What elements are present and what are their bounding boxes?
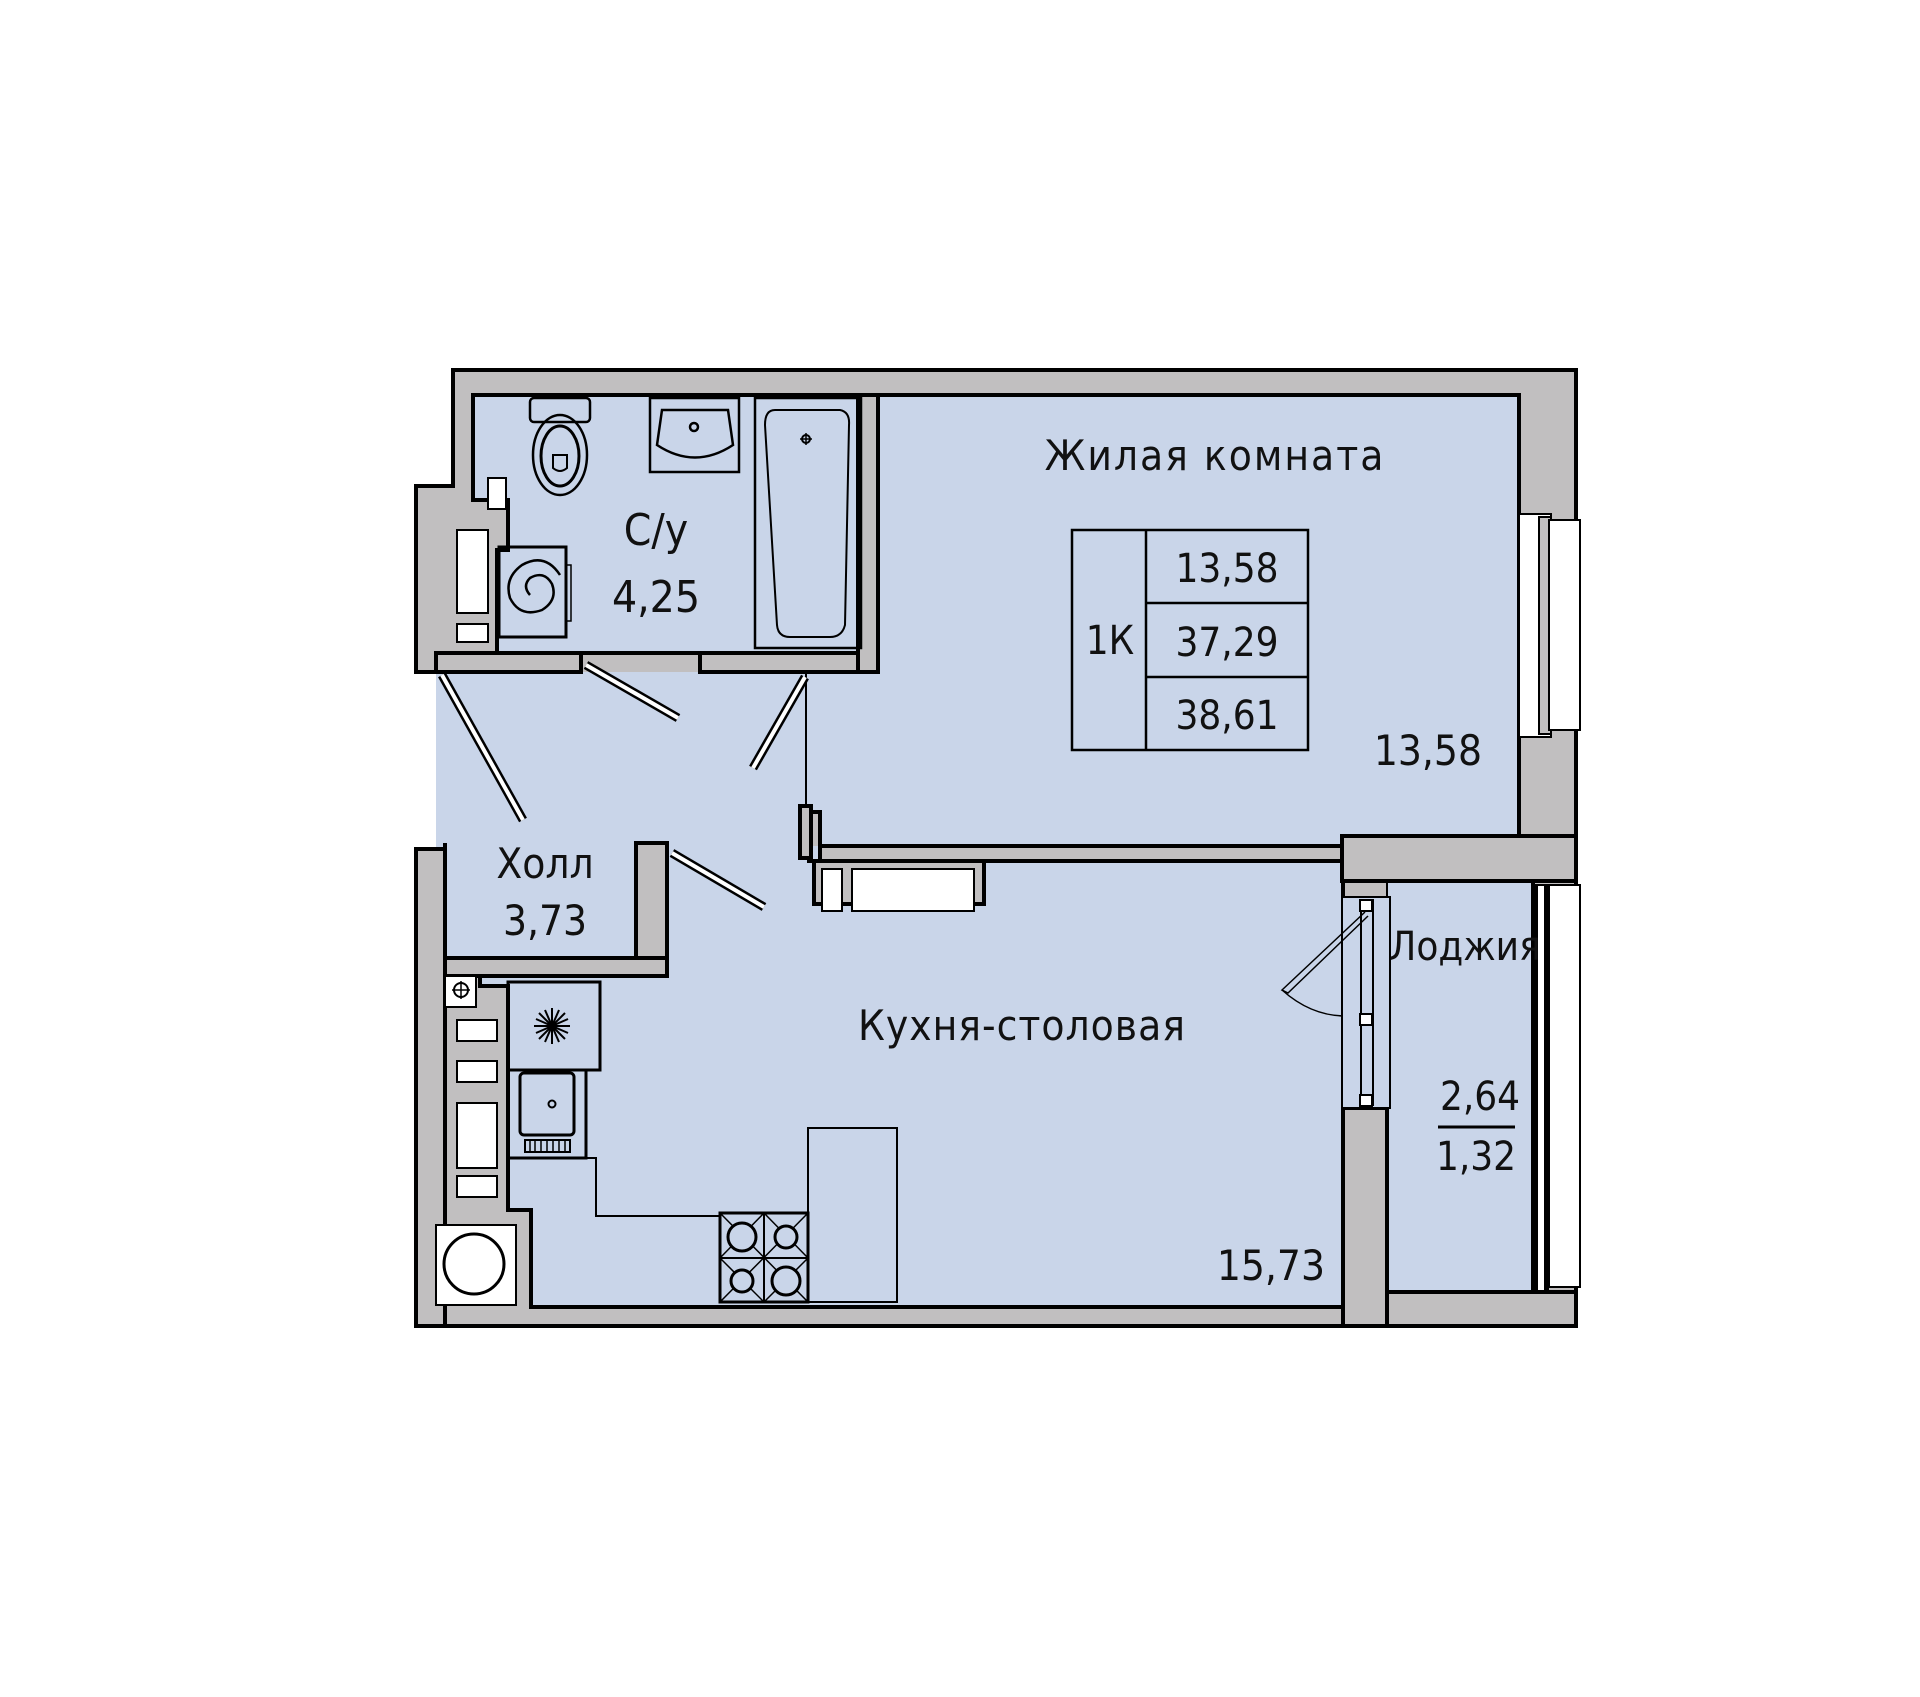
room-labels: Жилая комната 13,58 С/у 4,25 Холл 3,73 К… xyxy=(496,431,1540,1290)
bathroom-area: 4,25 xyxy=(612,572,700,623)
gas-meter-icon xyxy=(452,981,470,999)
kitchen-sink-icon xyxy=(506,1068,588,1160)
fixtures xyxy=(452,396,898,1304)
loggia-floor xyxy=(1386,880,1534,1293)
bathtub-icon xyxy=(753,396,863,650)
kitchen-door[interactable] xyxy=(669,849,767,911)
kitchen-area: 15,73 xyxy=(1217,1241,1325,1290)
corridor-floor xyxy=(436,670,878,861)
washing-machine-icon xyxy=(497,545,572,639)
corridor-seam xyxy=(667,845,807,863)
bathroom-name: С/у xyxy=(624,505,688,556)
sink-icon xyxy=(648,396,741,474)
kitchen-name: Кухня-столовая xyxy=(858,1001,1186,1050)
living-room-door[interactable] xyxy=(749,674,809,771)
total-area-loggia-value: 38,61 xyxy=(1176,693,1279,739)
room-fills xyxy=(436,393,1534,1309)
balcony-door[interactable] xyxy=(1341,896,1391,1109)
living-area-value: 13,58 xyxy=(1176,546,1279,592)
summary-table: 1К 13,58 37,29 38,61 xyxy=(1070,528,1310,752)
stove-icon xyxy=(718,1211,810,1304)
bathroom-door[interactable] xyxy=(583,661,681,722)
loggia-name: Лоджия xyxy=(1389,924,1540,970)
loggia-area: 2,64 xyxy=(1440,1074,1520,1120)
total-area-value: 37,29 xyxy=(1176,620,1279,666)
apartment-type-label: 1К xyxy=(1086,618,1134,664)
toilet-icon xyxy=(528,396,592,497)
hall-name: Холл xyxy=(496,839,593,888)
hall-area: 3,73 xyxy=(503,896,587,945)
pipe-shaft-icon xyxy=(442,1232,506,1296)
entrance-door[interactable] xyxy=(438,672,527,823)
living-room-name: Жилая комната xyxy=(1045,431,1386,480)
living-room-area: 13,58 xyxy=(1374,726,1482,775)
doors xyxy=(438,661,809,911)
loggia-reduced-area: 1,32 xyxy=(1436,1134,1516,1180)
windows xyxy=(1280,513,1581,1292)
fridge-icon xyxy=(807,1127,898,1303)
